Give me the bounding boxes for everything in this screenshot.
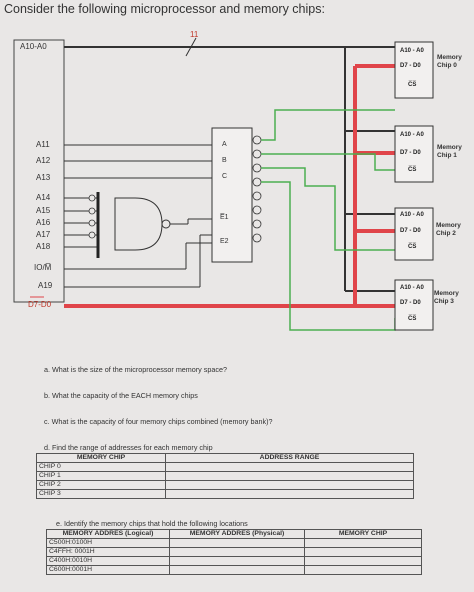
pin-a16: A16 xyxy=(36,218,51,227)
memory-chip-3-box xyxy=(394,279,434,331)
header-physical-address: MEMORY ADDRES (Physical) xyxy=(169,529,305,539)
table-row: CHIP 3 xyxy=(36,489,414,499)
table-header-row: MEMORY CHIP ADDRESS RANGE xyxy=(36,453,414,463)
bus-width-label: 11 xyxy=(190,30,199,39)
chip3-addr-pins: A10 - A0 xyxy=(400,285,424,291)
decoder-input-c: C xyxy=(222,173,228,180)
pin-a11: A11 xyxy=(36,140,50,149)
memory-chip-cell[interactable] xyxy=(304,547,422,557)
pin-a10-a0: A10-A0 xyxy=(20,42,47,51)
table-row: C4FFH: 0001H xyxy=(46,547,422,557)
memory-chip-2-box xyxy=(394,207,434,261)
memory-chip-cell[interactable] xyxy=(304,565,422,575)
logical-address-cell: C4FFH: 0001H xyxy=(46,547,170,557)
row-chip-label: CHIP 3 xyxy=(36,489,166,499)
memory-chip-cell[interactable] xyxy=(304,538,422,548)
pin-a19: A19 xyxy=(38,281,53,290)
nand-gate xyxy=(114,197,163,251)
chip2-addr-pins: A10 - A0 xyxy=(400,212,424,218)
chip0-addr-pins: A10 - A0 xyxy=(400,48,424,54)
memory-chip-0-box xyxy=(394,41,434,99)
decoder-box xyxy=(211,127,253,263)
chip0-cs-pin: C̅S̅ xyxy=(408,82,417,88)
chip-location-table: MEMORY ADDRES (Logical) MEMORY ADDRES (P… xyxy=(46,529,422,575)
row-chip-label: CHIP 1 xyxy=(36,471,166,481)
table-row: C400H:0010H xyxy=(46,556,422,566)
logical-address-cell: C500H:0100H xyxy=(46,538,170,548)
chip3-data-pins: D7 - D0 xyxy=(400,300,421,306)
physical-address-cell[interactable] xyxy=(169,538,305,548)
cs-line-chip1 xyxy=(261,153,395,171)
cs-line-chip2 xyxy=(261,167,395,251)
physical-address-cell[interactable] xyxy=(169,556,305,566)
decoder-enable-e1: E̅1 xyxy=(220,214,229,221)
range-cell[interactable] xyxy=(165,462,414,472)
cs-line-chip0 xyxy=(261,109,395,141)
range-cell[interactable] xyxy=(165,471,414,481)
pin-a18: A18 xyxy=(36,242,51,251)
table-header-row: MEMORY ADDRES (Logical) MEMORY ADDRES (P… xyxy=(46,529,422,539)
pin-io-m: IO/M̅ xyxy=(34,263,52,272)
pin-a14: A14 xyxy=(36,193,51,202)
pin-a17: A17 xyxy=(36,230,51,239)
table-row: CHIP 0 xyxy=(36,462,414,472)
table-row: CHIP 1 xyxy=(36,471,414,481)
microprocessor-box xyxy=(13,39,65,303)
chip2-data-pins: D7 - D0 xyxy=(400,228,421,234)
header-address-range: ADDRESS RANGE xyxy=(165,453,414,463)
header-memory-chip: MEMORY CHIP xyxy=(304,529,422,539)
physical-address-cell[interactable] xyxy=(169,547,305,557)
memory-chip-1-box xyxy=(394,125,434,183)
table-row: CHIP 2 xyxy=(36,480,414,490)
question-d: d. Find the range of addresses for each … xyxy=(44,443,213,452)
question-e: e. Identify the memory chips that hold t… xyxy=(56,519,248,528)
header-logical-address: MEMORY ADDRES (Logical) xyxy=(46,529,170,539)
question-b: b. What the capacity of the EACH memory … xyxy=(44,391,198,400)
range-cell[interactable] xyxy=(165,489,414,499)
range-cell[interactable] xyxy=(165,480,414,490)
question-a: a. What is the size of the microprocesso… xyxy=(44,365,227,374)
chip2-cs-pin: C̅S̅ xyxy=(408,244,417,250)
chip1-addr-pins: A10 - A0 xyxy=(400,132,424,138)
pin-a15: A15 xyxy=(36,206,51,215)
header-memory-chip: MEMORY CHIP xyxy=(36,453,166,463)
table-row: C500H:0100H xyxy=(46,538,422,548)
memory-chip-cell[interactable] xyxy=(304,556,422,566)
row-chip-label: CHIP 2 xyxy=(36,480,166,490)
logical-address-cell: C600H:0001H xyxy=(46,565,170,575)
question-c: c. What is the capacity of four memory c… xyxy=(44,417,273,426)
pin-a13: A13 xyxy=(36,173,51,182)
chip3-cs-pin: C̅S̅ xyxy=(408,316,417,322)
decoder-input-b: B xyxy=(222,157,227,164)
address-range-table: MEMORY CHIP ADDRESS RANGE CHIP 0 CHIP 1 … xyxy=(36,453,414,499)
chip1-cs-pin: C̅S̅ xyxy=(408,167,417,173)
decoder-input-a: A xyxy=(222,141,227,148)
bus-slash xyxy=(185,37,197,57)
logical-address-cell: C400H:0010H xyxy=(46,556,170,566)
chip0-data-pins: D7 - D0 xyxy=(400,63,421,69)
pin-d7-d0: D7-D0 xyxy=(28,300,52,309)
physical-address-cell[interactable] xyxy=(169,565,305,575)
circuit-diagram xyxy=(13,37,434,331)
pin-a12: A12 xyxy=(36,156,51,165)
page-heading: Consider the following microprocessor an… xyxy=(4,2,325,16)
table-row: C600H:0001H xyxy=(46,565,422,575)
row-chip-label: CHIP 0 xyxy=(36,462,166,472)
decoder-enable-e2: E2 xyxy=(220,238,229,245)
chip1-data-pins: D7 - D0 xyxy=(400,150,421,156)
